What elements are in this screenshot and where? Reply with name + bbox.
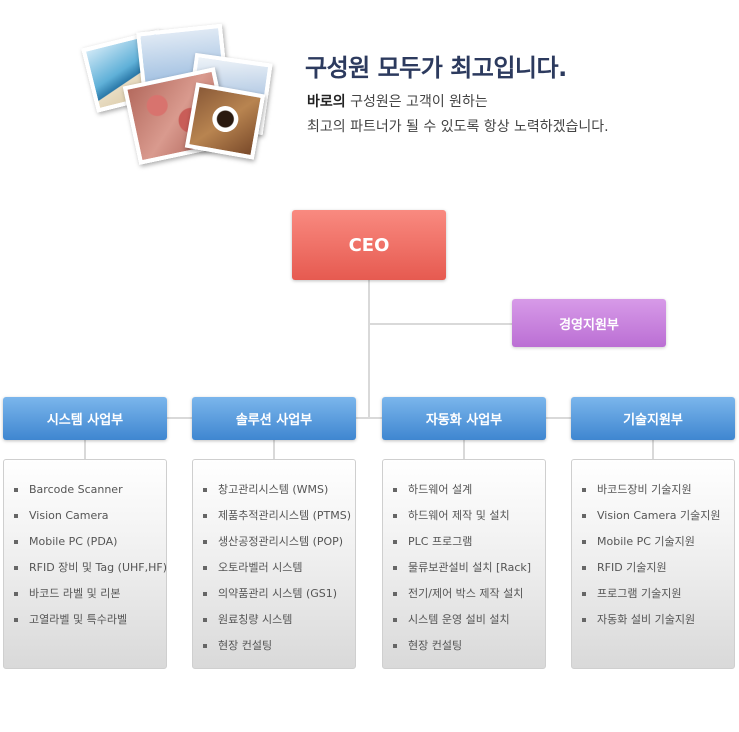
division-automation-list: 하드웨어 설계 하드웨어 제작 및 설치 PLC 프로그램 물류보관설비 설치 … bbox=[393, 477, 531, 659]
list-item: PLC 프로그램 bbox=[393, 529, 531, 555]
division-automation-panel: 하드웨어 설계 하드웨어 제작 및 설치 PLC 프로그램 물류보관설비 설치 … bbox=[382, 459, 546, 669]
division-automation: 자동화 사업부 bbox=[382, 397, 546, 440]
list-item: 바코드장비 기술지원 bbox=[582, 477, 720, 503]
list-item: 시스템 운영 설비 설치 bbox=[393, 607, 531, 633]
division-solution-list: 창고관리시스템 (WMS) 제품추적관리시스템 (PTMS) 생산공정관리시스템… bbox=[203, 477, 351, 659]
list-item: 원료칭량 시스템 bbox=[203, 607, 351, 633]
connector-divisions-horizontal bbox=[85, 417, 655, 419]
list-item: 현장 컨설팅 bbox=[393, 633, 531, 659]
division-system-list: Barcode Scanner Vision Camera Mobile PC … bbox=[14, 477, 167, 633]
division-system: 시스템 사업부 bbox=[3, 397, 167, 440]
ceo-box: CEO bbox=[292, 210, 446, 280]
subtitle-line-1-text: 구성원은 고객이 원하는 bbox=[345, 94, 488, 110]
division-tech-support-list: 바코드장비 기술지원 Vision Camera 기술지원 Mobile PC … bbox=[582, 477, 720, 633]
list-item: 오토라벨러 시스템 bbox=[203, 555, 351, 581]
connector-div4-panel bbox=[652, 440, 654, 459]
coffee-photo bbox=[184, 82, 266, 160]
subtitle-line-1: 바로의 구성원은 고객이 원하는 bbox=[307, 91, 488, 111]
connector-div2-panel bbox=[273, 440, 275, 459]
list-item: 의약품관리 시스템 (GS1) bbox=[203, 581, 351, 607]
division-solution-panel: 창고관리시스템 (WMS) 제품추적관리시스템 (PTMS) 생산공정관리시스템… bbox=[192, 459, 356, 669]
list-item: RFID 장비 및 Tag (UHF,HF) bbox=[14, 555, 167, 581]
list-item: Mobile PC (PDA) bbox=[14, 529, 167, 555]
header-photo-collage bbox=[80, 23, 273, 165]
division-tech-support-panel: 바코드장비 기술지원 Vision Camera 기술지원 Mobile PC … bbox=[571, 459, 735, 669]
connector-div3-panel bbox=[463, 440, 465, 459]
list-item: Vision Camera bbox=[14, 503, 167, 529]
list-item: 프로그램 기술지원 bbox=[582, 581, 720, 607]
list-item: Mobile PC 기술지원 bbox=[582, 529, 720, 555]
list-item: 전기/제어 박스 제작 설치 bbox=[393, 581, 531, 607]
list-item: 고열라벨 및 특수라벨 bbox=[14, 607, 167, 633]
list-item: RFID 기술지원 bbox=[582, 555, 720, 581]
list-item: Barcode Scanner bbox=[14, 477, 167, 503]
list-item: 창고관리시스템 (WMS) bbox=[203, 477, 351, 503]
management-support-box: 경영지원부 bbox=[512, 299, 666, 347]
list-item: 하드웨어 제작 및 설치 bbox=[393, 503, 531, 529]
division-system-panel: Barcode Scanner Vision Camera Mobile PC … bbox=[3, 459, 167, 669]
coffee-cup-icon bbox=[210, 103, 241, 135]
list-item: 제품추적관리시스템 (PTMS) bbox=[203, 503, 351, 529]
list-item: 생산공정관리시스템 (POP) bbox=[203, 529, 351, 555]
connector-div1-panel bbox=[84, 440, 86, 459]
list-item: 자동화 설비 기술지원 bbox=[582, 607, 720, 633]
connector-support bbox=[370, 323, 512, 325]
division-tech-support: 기술지원부 bbox=[571, 397, 735, 440]
page-title: 구성원 모두가 최고입니다. bbox=[305, 54, 567, 82]
list-item: 물류보관설비 설치 [Rack] bbox=[393, 555, 531, 581]
division-solution: 솔루션 사업부 bbox=[192, 397, 356, 440]
subtitle-line-2: 최고의 파트너가 될 수 있도록 항상 노력하겠습니다. bbox=[307, 119, 609, 135]
list-item: 하드웨어 설계 bbox=[393, 477, 531, 503]
brand-name: 바로의 bbox=[307, 94, 346, 110]
list-item: Vision Camera 기술지원 bbox=[582, 503, 720, 529]
connector-ceo-vertical bbox=[368, 280, 370, 418]
list-item: 바코드 라벨 및 리본 bbox=[14, 581, 167, 607]
list-item: 현장 컨설팅 bbox=[203, 633, 351, 659]
